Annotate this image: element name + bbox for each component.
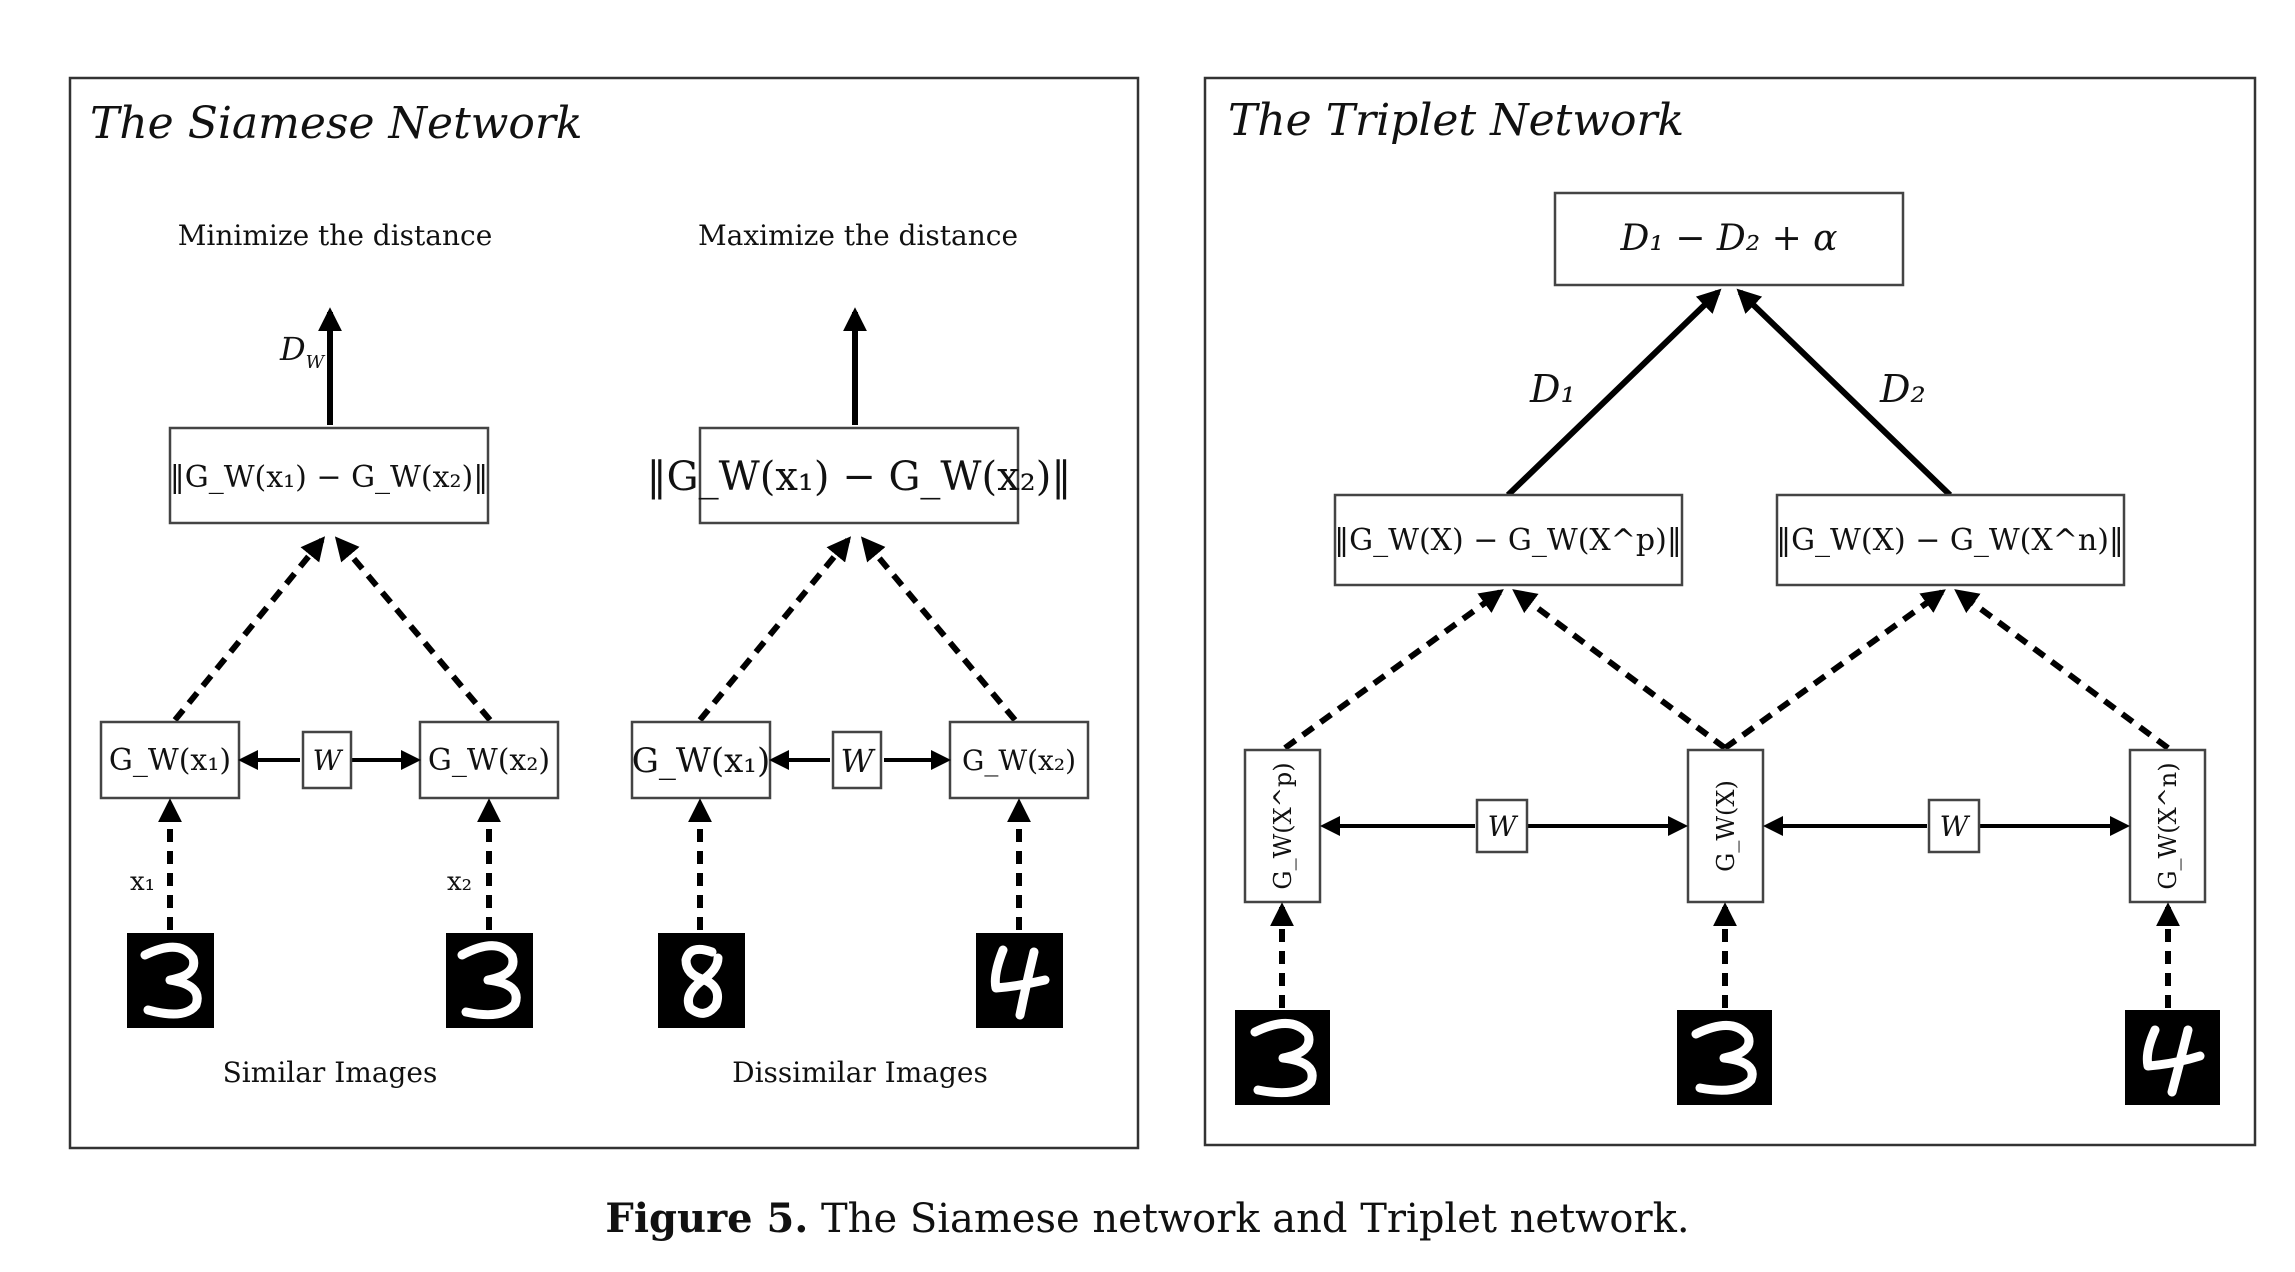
maximize-label: Maximize the distance xyxy=(698,219,1018,252)
dissimilar-dash-right xyxy=(860,536,1018,722)
dissimilar-shared-weights-text: W xyxy=(841,742,877,780)
similar-right-encoder xyxy=(418,720,560,800)
digit-image-8 xyxy=(658,933,745,1028)
dissimilar-right-encoder xyxy=(948,720,1090,800)
dash-positive-to-pos-box xyxy=(1283,589,1504,751)
triplet-loss-box xyxy=(1553,191,1905,287)
d2-label: D₂ xyxy=(1879,367,1926,411)
triplet-title: The Triplet Network xyxy=(1228,95,1684,146)
dissimilar-left-encoder-text: G_W(x₁) xyxy=(632,741,770,781)
triplet-shared-weights-box-1 xyxy=(1475,798,1529,854)
negative-encoder xyxy=(2128,748,2207,904)
positive-encoder xyxy=(1243,748,1322,904)
similar-right-encoder-text: G_W(x₂) xyxy=(428,743,550,778)
siamese-panel xyxy=(68,76,1140,1150)
triplet-panel xyxy=(1203,76,2257,1147)
similar-distance-text: ‖G_W(x₁) − G_W(x₂)‖ xyxy=(170,460,489,495)
siamese-title: The Siamese Network xyxy=(90,98,583,149)
triplet-digit-anchor-3 xyxy=(1677,1010,1772,1105)
similar-distance-box xyxy=(168,426,490,525)
dash-anchor-to-neg-box xyxy=(1723,589,1946,751)
positive-distance-box xyxy=(1333,493,1684,587)
positive-distance-text: ‖G_W(X) − G_W(X^p)‖ xyxy=(1334,523,1682,558)
distance-d: D xyxy=(279,330,306,368)
dissimilar-dash-left xyxy=(697,536,852,722)
dissimilar-shared-weights-box xyxy=(831,730,883,790)
similar-dash-left xyxy=(172,536,326,722)
input-label-x1: x₁ xyxy=(130,867,155,897)
similar-left-encoder-text: G_W(x₁) xyxy=(109,743,231,778)
dissimilar-distance-text: ‖G_W(x₁) − G_W(x₂)‖ xyxy=(647,454,1072,500)
dissimilar-distance-box xyxy=(698,426,1020,525)
similar-dash-right xyxy=(334,536,493,722)
figure-caption-text: The Siamese network and Triplet network. xyxy=(821,1196,1690,1242)
triplet-shared-weights-box-2 xyxy=(1927,798,1981,854)
d2-arrow xyxy=(1736,288,1953,498)
anchor-encoder-text: G_W(X) xyxy=(1712,780,1740,872)
similar-shared-weights-box xyxy=(301,730,353,790)
digit-image-4-left-panel xyxy=(976,933,1063,1028)
d1-label: D₁ xyxy=(1529,367,1576,411)
dash-anchor-to-pos-box xyxy=(1512,589,1727,751)
dissimilar-right-encoder-text: G_W(x₂) xyxy=(962,744,1076,777)
figure-caption-label: Figure 5. xyxy=(605,1195,809,1242)
anchor-encoder xyxy=(1686,748,1765,904)
negative-distance-box xyxy=(1775,493,2126,587)
similar-shared-weights-text: W xyxy=(313,744,344,777)
triplet-digit-positive-3 xyxy=(1235,1010,1330,1105)
distance-dw-label: DW xyxy=(279,330,326,373)
minimize-label: Minimize the distance xyxy=(178,219,493,252)
triplet-shared-weights-text-1: W xyxy=(1488,810,1519,843)
dissimilar-images-label: Dissimilar Images xyxy=(732,1056,988,1089)
figure-caption: Figure 5. The Siamese network and Triple… xyxy=(0,1195,2295,1242)
triplet-shared-weights-text-2: W xyxy=(1940,810,1971,843)
triplet-digit-negative-4 xyxy=(2125,1010,2220,1105)
input-label-x2: x₂ xyxy=(447,867,472,897)
negative-distance-text: ‖G_W(X) − G_W(X^n)‖ xyxy=(1776,523,2124,558)
digit-image-3-right xyxy=(446,933,533,1028)
similar-images-label: Similar Images xyxy=(223,1056,438,1089)
distance-w-sub: W xyxy=(306,352,326,373)
positive-encoder-text: G_W(X^p) xyxy=(1269,762,1297,889)
dash-negative-to-neg-box xyxy=(1954,589,2170,751)
d1-arrow xyxy=(1505,288,1722,498)
triplet-loss-text: D₁ − D₂ + α xyxy=(1619,218,1837,259)
digit-image-3-left xyxy=(127,933,214,1028)
negative-encoder-text: G_W(X^n) xyxy=(2154,762,2182,889)
